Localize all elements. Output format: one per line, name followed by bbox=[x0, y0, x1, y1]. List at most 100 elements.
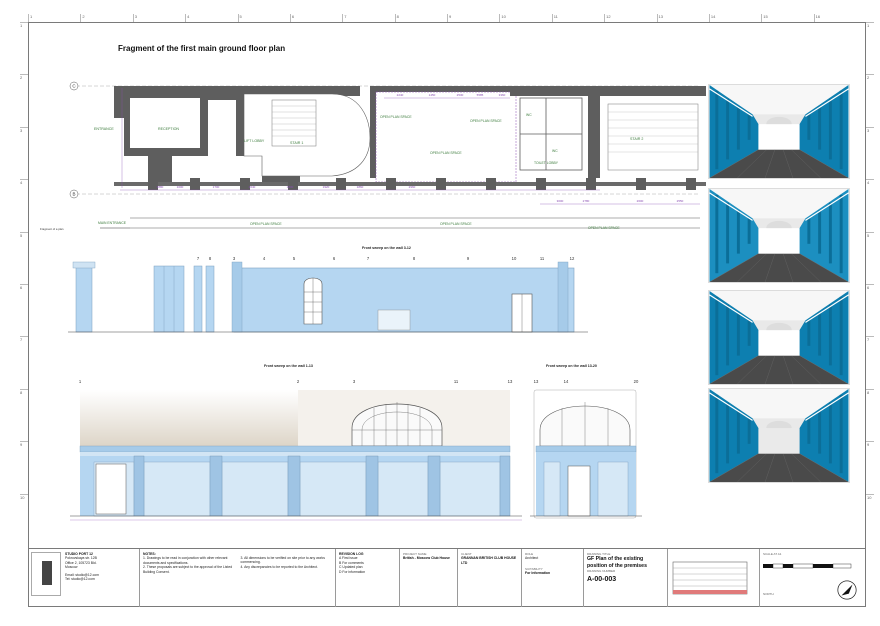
dimension-value: 1920 bbox=[323, 185, 330, 189]
right-ruler-mark-4: 4 bbox=[866, 179, 874, 231]
stair-1 bbox=[271, 99, 317, 147]
sweep-a-axis-6: 6 bbox=[333, 256, 336, 261]
top-ruler-mark-5: 5 bbox=[237, 14, 290, 22]
dimension-value: 1450 bbox=[429, 93, 436, 97]
suitability-value: For Information bbox=[525, 571, 551, 576]
contact-2: Tel: studio@12.com bbox=[65, 577, 95, 582]
axis-label-c: C bbox=[72, 84, 76, 89]
label-open-plan-5: OPEN PLAN SPACE bbox=[440, 222, 472, 226]
left-ruler-mark-10: 10 bbox=[20, 493, 28, 546]
dimension-value: 1860 bbox=[357, 185, 364, 189]
north-arrow-icon bbox=[837, 580, 857, 600]
top-ruler-mark-4: 4 bbox=[185, 14, 237, 22]
label-entrance: ENTRANCE bbox=[94, 127, 114, 131]
right-ruler-mark-2: 2 bbox=[866, 74, 874, 126]
sweep-a-axis-8: 8 bbox=[413, 256, 416, 261]
revision-title: REVISION LOG bbox=[339, 552, 364, 556]
top-ruler-mark-15: 15 bbox=[761, 14, 813, 22]
floor-plan: C B bbox=[40, 81, 706, 231]
sweep-b-axis-11: 11 bbox=[454, 379, 459, 384]
key-plan bbox=[672, 561, 748, 595]
label-open-plan-6: OPEN PLAN SPACE bbox=[588, 226, 620, 230]
dimension-value: 3000 bbox=[557, 199, 564, 203]
revision-1: A First issue bbox=[339, 556, 358, 561]
top-ruler-mark-3: 3 bbox=[132, 14, 185, 22]
dimension-value: 1700 bbox=[213, 185, 220, 189]
top-ruler-mark-7: 7 bbox=[342, 14, 394, 22]
top-ruler-mark-8: 8 bbox=[394, 14, 447, 22]
drawing-title: GF Plan of the existing position of the … bbox=[587, 556, 647, 569]
notes-title: NOTES: bbox=[143, 552, 156, 556]
left-ruler-mark-2: 2 bbox=[20, 74, 28, 126]
note-3: 3. All dimensions to be verified on site… bbox=[240, 556, 325, 565]
left-ruler-mark-9: 9 bbox=[20, 441, 28, 493]
left-ruler-mark-7: 7 bbox=[20, 336, 28, 388]
drawing-title-cell: DRAWING TITLE GF Plan of the existing po… bbox=[584, 549, 668, 607]
south-wall bbox=[114, 182, 706, 186]
address-2: Office 2, 105723 Bld. bbox=[65, 560, 97, 565]
top-ruler-mark-13: 13 bbox=[656, 14, 709, 22]
sweep-a-axis-9: 9 bbox=[467, 256, 470, 261]
sweep-title-3-12: Front sweep on the wall 3-12 bbox=[362, 246, 411, 250]
revision-cell: REVISION LOG A First issue B For comment… bbox=[336, 549, 400, 607]
label-toilet-lobby: TOILET LOBBY bbox=[534, 161, 559, 165]
dimension-value: 2640 bbox=[249, 185, 256, 189]
key-plan-cell bbox=[668, 549, 760, 607]
revision-3: C Updated plan bbox=[339, 565, 363, 570]
right-ruler-mark-1: 1 bbox=[866, 22, 874, 74]
sweep-a-axis-10: 10 bbox=[512, 256, 517, 261]
label-open-plan-4: OPEN PLAN SPACE bbox=[250, 222, 282, 226]
dimension-value: 2960 bbox=[409, 185, 416, 189]
dimension-value: 2240 bbox=[397, 93, 404, 97]
left-ruler-mark-6: 6 bbox=[20, 284, 28, 336]
label-open-plan-2: OPEN PLAN SPACE bbox=[430, 151, 462, 155]
left-ruler-mark-8: 8 bbox=[20, 388, 28, 441]
open-plan-zone bbox=[375, 91, 517, 183]
stair-2 bbox=[607, 103, 699, 171]
label-open-plan-1: OPEN PLAN SPACE bbox=[380, 115, 412, 119]
label-reception: RECEPTION bbox=[158, 127, 179, 131]
sweep-b-axis-13: 13 bbox=[508, 379, 513, 384]
right-ruler-mark-6: 6 bbox=[866, 284, 874, 336]
left-ruler-mark-4: 4 bbox=[20, 179, 28, 231]
client-cell: CLIENT GRANNAN BRITISH CLUB HOUSE LTD bbox=[458, 549, 522, 607]
scale-label: SCALE AT A1 bbox=[763, 552, 782, 556]
sweep-b-axis-3: 3 bbox=[353, 379, 356, 384]
drawing-number: A-00-003 bbox=[587, 575, 617, 583]
sweep-a-left-axis-8: 8 bbox=[209, 256, 212, 261]
sweep-wall-1-13: 1 2 3 11 13 bbox=[70, 379, 522, 521]
right-ruler-mark-5: 5 bbox=[866, 231, 874, 284]
render-view-4 bbox=[708, 388, 850, 483]
dimension-value: 2600 bbox=[637, 199, 644, 203]
company-name: STUDIO PORT 12 bbox=[65, 552, 93, 556]
sweep-a-axis-5: 5 bbox=[293, 256, 296, 261]
sweep-b-axis-1: 1 bbox=[79, 379, 82, 384]
project-cell: PROJECT NAME British - Moscow Club House bbox=[400, 549, 458, 607]
label-stair-2: STAIR 2 bbox=[630, 137, 643, 141]
dimension-value: 1000 bbox=[177, 185, 184, 189]
top-ruler-mark-2: 2 bbox=[80, 14, 132, 22]
sweep-b-axis-2: 2 bbox=[297, 379, 300, 384]
note-4: 4. Any discrepancies to be reported to t… bbox=[240, 564, 318, 569]
dimension-value: 2780 bbox=[583, 199, 590, 203]
sheet-frame bbox=[28, 22, 866, 607]
client-name: GRANNAN BRITISH CLUB HOUSE LTD bbox=[461, 556, 517, 565]
left-ruler-mark-1: 1 bbox=[20, 22, 28, 74]
right-ruler-mark-8: 8 bbox=[866, 388, 874, 441]
render-view-2 bbox=[708, 188, 850, 283]
top-ruler-mark-16: 16 bbox=[813, 14, 866, 22]
dimension-value: 2880 bbox=[157, 185, 164, 189]
dimension-value: 2530 bbox=[457, 93, 464, 97]
right-ruler-mark-7: 7 bbox=[866, 336, 874, 388]
sweep-a-axis-12: 12 bbox=[570, 256, 575, 261]
top-ruler-mark-9: 9 bbox=[447, 14, 499, 22]
label-wc-2: WC bbox=[552, 149, 558, 153]
revision-4: D For information bbox=[339, 569, 366, 574]
label-lift-lobby: LIFT LOBBY bbox=[244, 139, 265, 143]
contact-1: Email: studio@12.com bbox=[65, 572, 99, 577]
